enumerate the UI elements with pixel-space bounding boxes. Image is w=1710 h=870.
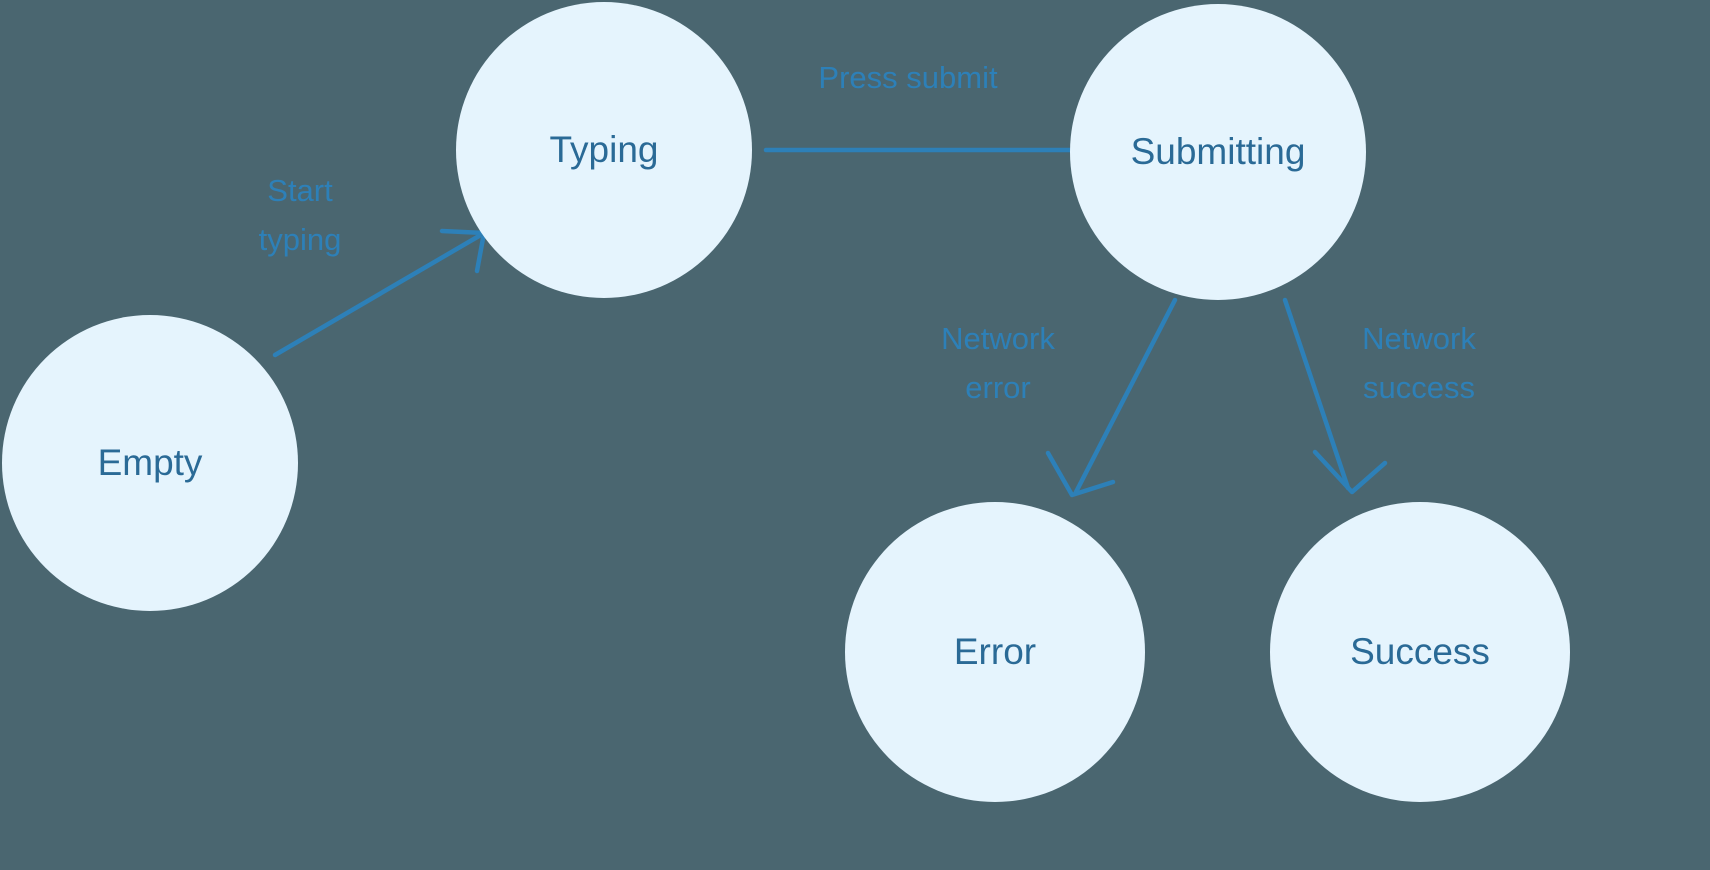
edge-submitting-to-success <box>1282 297 1388 495</box>
node-empty-label: Empty <box>98 442 203 483</box>
node-error-circle[interactable] <box>845 502 1145 802</box>
node-typing-circle[interactable] <box>456 2 752 298</box>
node-typing[interactable]: Typing <box>456 2 752 298</box>
edge-line-submitting-to-error <box>1073 297 1178 495</box>
node-typing-label: Typing <box>549 129 658 170</box>
node-empty[interactable]: Empty <box>2 315 298 611</box>
node-success-circle[interactable] <box>1270 502 1570 802</box>
edge-label-submitting-to-success-line1: Network <box>1362 321 1476 356</box>
node-error[interactable]: Error <box>845 502 1145 802</box>
node-submitting-label: Submitting <box>1131 131 1306 172</box>
edge-label-submitting-to-error-line2: error <box>965 370 1030 405</box>
edge-label-submitting-to-success-line2: success <box>1363 370 1475 405</box>
node-submitting-circle[interactable] <box>1070 4 1366 300</box>
edge-label-typing-to-submitting: Press submit <box>818 60 998 95</box>
edge-label-empty-to-typing-line1: Start <box>267 173 333 208</box>
edge-label-submitting-to-error: Network error <box>941 321 1055 405</box>
arrowhead-submitting-to-error <box>1045 450 1116 498</box>
node-error-label: Error <box>954 631 1036 672</box>
node-empty-circle[interactable] <box>2 315 298 611</box>
edge-label-typing-to-submitting-line1: Press submit <box>818 60 998 95</box>
edge-submitting-to-error <box>1045 297 1178 498</box>
edge-label-submitting-to-error-line1: Network <box>941 321 1055 356</box>
node-success[interactable]: Success <box>1270 502 1570 802</box>
node-success-label: Success <box>1350 631 1490 672</box>
edge-label-empty-to-typing: Start typing <box>259 173 342 257</box>
node-submitting[interactable]: Submitting <box>1070 4 1366 300</box>
edge-line-submitting-to-success <box>1282 297 1351 491</box>
edge-label-empty-to-typing-line2: typing <box>259 222 342 257</box>
edge-line-empty-to-typing <box>272 233 482 358</box>
edge-label-submitting-to-success: Network success <box>1362 321 1476 405</box>
arrowhead-submitting-to-success <box>1312 449 1388 495</box>
